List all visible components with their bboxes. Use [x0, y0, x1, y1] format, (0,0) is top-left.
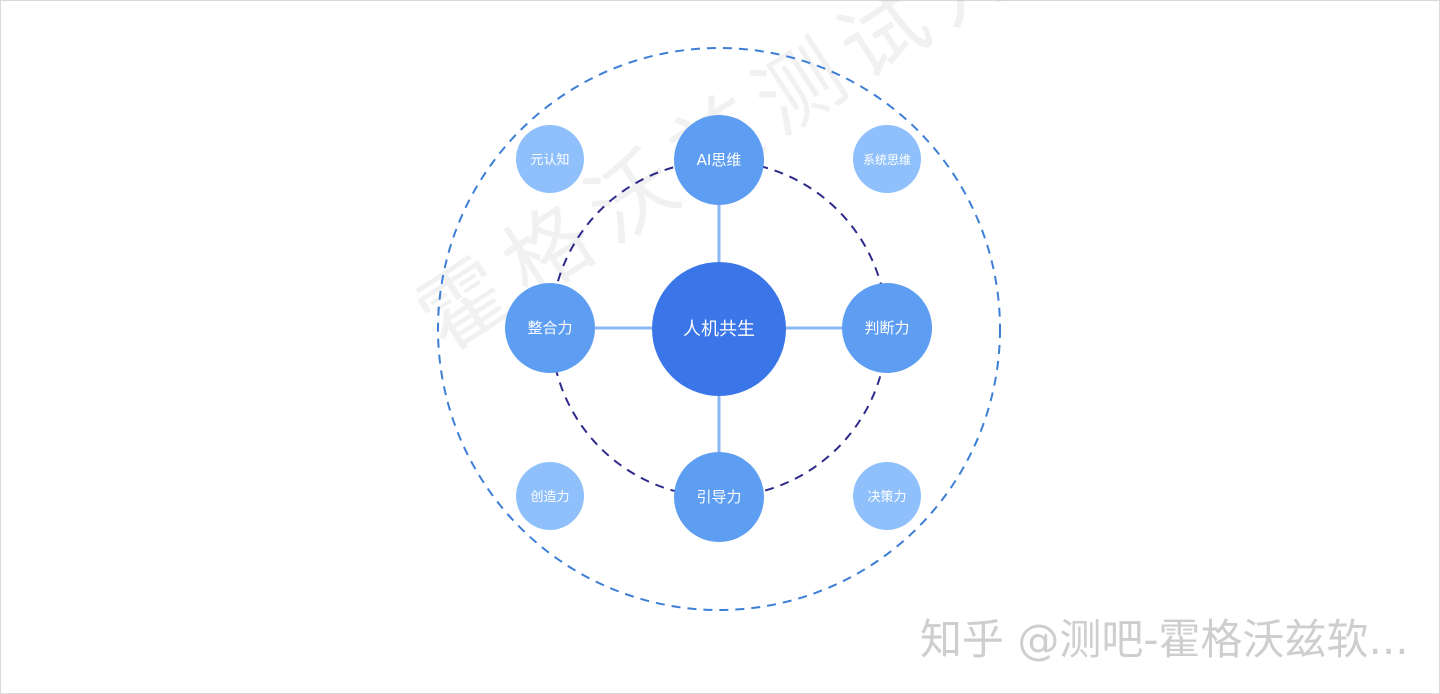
node-label-judgment: 判断力 [864, 319, 909, 337]
node-guidance: 引导力 [674, 452, 764, 542]
node-decision-making: 决策力 [853, 462, 921, 530]
node-integration: 整合力 [505, 283, 595, 373]
node-creativity: 创造力 [516, 462, 584, 530]
node-judgment: 判断力 [842, 283, 932, 373]
node-label-integration: 整合力 [527, 319, 572, 337]
node-label-creativity: 创造力 [530, 490, 569, 505]
node-systems-thinking: 系统思维 [853, 125, 921, 193]
node-label-decision-making: 决策力 [867, 489, 906, 505]
node-ai-thinking: AI思维 [674, 115, 764, 205]
node-label-meta-cognition: 元认知 [530, 152, 569, 168]
center-node-label: 人机共生 [683, 319, 755, 340]
node-label-ai-thinking: AI思维 [697, 151, 742, 169]
node-label-guidance: 引导力 [696, 488, 741, 506]
outer-dashed-ring [437, 47, 1001, 611]
node-human-ai-symbiosis: 人机共生 [652, 262, 786, 396]
node-meta-cognition: 元认知 [516, 125, 584, 193]
node-label-systems-thinking: 系统思维 [863, 153, 911, 167]
